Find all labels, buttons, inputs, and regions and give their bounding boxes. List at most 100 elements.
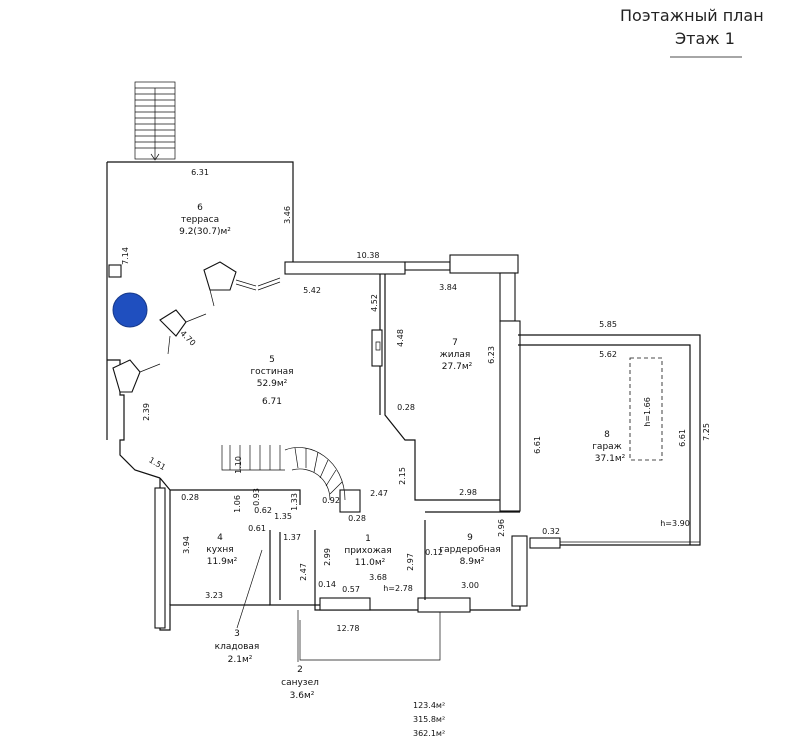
svg-text:0.14: 0.14 [318, 580, 336, 589]
floor-label: Этаж 1 [675, 29, 735, 48]
svg-text:h=1.66: h=1.66 [643, 397, 652, 427]
svg-text:8: 8 [604, 430, 610, 440]
plan-title: Поэтажный план [620, 6, 764, 25]
svg-text:0.62: 0.62 [254, 506, 272, 515]
svg-text:санузел: санузел [281, 678, 319, 688]
svg-text:9.2(30.7)м²: 9.2(30.7)м² [179, 227, 231, 237]
room-7: 7 жилая 27.7м² [440, 338, 473, 372]
svg-text:6.31: 6.31 [191, 168, 209, 177]
svg-text:12.78: 12.78 [337, 624, 360, 633]
svg-text:2: 2 [297, 665, 303, 675]
svg-text:0.28: 0.28 [181, 493, 199, 502]
svg-text:5.85: 5.85 [599, 320, 617, 329]
location-marker [112, 292, 148, 328]
svg-text:2.1м²: 2.1м² [228, 655, 253, 665]
svg-text:гостиная: гостиная [250, 367, 293, 377]
svg-text:6.71: 6.71 [262, 397, 282, 407]
total-3: 362.1м² [413, 729, 445, 738]
svg-text:кладовая: кладовая [215, 642, 260, 652]
svg-text:1.10: 1.10 [234, 456, 243, 474]
storage-leader-line [236, 549, 263, 629]
room-9: 9 гардеробная 8.9м² [439, 533, 500, 567]
svg-text:0.28: 0.28 [348, 514, 366, 523]
svg-text:2.47: 2.47 [299, 563, 308, 581]
svg-text:6.61: 6.61 [533, 436, 542, 454]
lower-rooms-walls [154, 477, 528, 661]
svg-text:6: 6 [197, 203, 203, 213]
svg-text:4.48: 4.48 [396, 329, 405, 347]
garage-pit [629, 357, 663, 461]
svg-text:2.39: 2.39 [142, 403, 151, 421]
svg-text:жилая: жилая [440, 350, 471, 360]
svg-text:5: 5 [269, 355, 275, 365]
svg-text:0.32: 0.32 [542, 527, 560, 536]
svg-text:5.62: 5.62 [599, 350, 617, 359]
spiral-stair [221, 445, 346, 501]
svg-text:гараж: гараж [592, 442, 622, 452]
svg-text:3.84: 3.84 [439, 283, 457, 292]
svg-text:прихожая: прихожая [344, 546, 391, 556]
svg-text:2.97: 2.97 [406, 553, 415, 571]
svg-text:1: 1 [365, 534, 371, 544]
svg-text:0.12: 0.12 [425, 548, 443, 557]
garage-walls [518, 334, 701, 549]
room-5: 5 гостиная 52.9м² 6.71 [250, 355, 293, 407]
svg-text:0.61: 0.61 [248, 524, 266, 533]
svg-text:0.57: 0.57 [342, 585, 360, 594]
svg-text:8.9м²: 8.9м² [460, 557, 485, 567]
svg-text:4.70: 4.70 [178, 329, 197, 348]
dimension-labels: 6.31 3.46 7.14 10.38 5.42 4.52 3.84 4.48… [121, 168, 711, 633]
svg-text:11.9м²: 11.9м² [207, 557, 238, 567]
svg-text:37.1м²: 37.1м² [595, 454, 626, 464]
svg-text:6.23: 6.23 [487, 346, 496, 364]
room-4: 4 кухня 11.9м² [206, 533, 237, 567]
room-3: 3 кладовая 2.1м² [215, 629, 260, 665]
svg-text:9: 9 [467, 533, 473, 543]
svg-text:3.23: 3.23 [205, 591, 223, 600]
svg-text:3.46: 3.46 [283, 206, 292, 224]
svg-text:0.92: 0.92 [322, 496, 340, 505]
entry-stairs [134, 81, 176, 161]
svg-text:6.61: 6.61 [678, 429, 687, 447]
living-room-walls [107, 254, 519, 479]
svg-text:5.42: 5.42 [303, 286, 321, 295]
area-totals: 123.4м² 315.8м² 362.1м² [413, 701, 445, 738]
svg-text:гардеробная: гардеробная [439, 545, 500, 555]
svg-text:терраса: терраса [181, 215, 219, 225]
room-6: 6 терраса 9.2(30.7)м² [179, 203, 231, 237]
room-2: 2 санузел 3.6м² [281, 665, 319, 701]
total-2: 315.8м² [413, 715, 445, 724]
svg-text:3.6м²: 3.6м² [290, 691, 315, 701]
svg-text:10.38: 10.38 [357, 251, 380, 260]
svg-text:2.98: 2.98 [459, 488, 477, 497]
svg-text:7.25: 7.25 [702, 423, 711, 441]
svg-text:h=2.78: h=2.78 [383, 584, 413, 593]
room-1: 1 прихожая 11.0м² [344, 534, 391, 568]
room-8: 8 гараж 37.1м² [592, 430, 625, 464]
svg-text:2.99: 2.99 [323, 548, 332, 566]
svg-text:3.94: 3.94 [182, 536, 191, 554]
svg-text:1.06: 1.06 [233, 495, 242, 513]
svg-text:h=3.90: h=3.90 [660, 519, 690, 528]
svg-text:0.93: 0.93 [252, 488, 261, 506]
svg-text:3: 3 [234, 629, 240, 639]
svg-text:1.33: 1.33 [290, 493, 299, 511]
svg-text:2.96: 2.96 [497, 519, 506, 537]
svg-text:3.00: 3.00 [461, 581, 479, 590]
terrace-outline [106, 161, 294, 440]
svg-text:11.0м²: 11.0м² [355, 558, 386, 568]
svg-text:27.7м²: 27.7м² [442, 362, 473, 372]
svg-text:52.9м²: 52.9м² [257, 379, 288, 389]
bedroom-walls [371, 272, 521, 512]
svg-text:2.47: 2.47 [370, 489, 388, 498]
svg-text:7: 7 [452, 338, 458, 348]
svg-text:3.68: 3.68 [369, 573, 387, 582]
svg-text:7.14: 7.14 [121, 247, 130, 265]
svg-text:1.51: 1.51 [147, 455, 167, 472]
svg-text:кухня: кухня [206, 545, 233, 555]
svg-text:0.28: 0.28 [397, 403, 415, 412]
svg-text:4.52: 4.52 [370, 294, 379, 312]
svg-text:1.35: 1.35 [274, 512, 292, 521]
total-1: 123.4м² [413, 701, 445, 710]
